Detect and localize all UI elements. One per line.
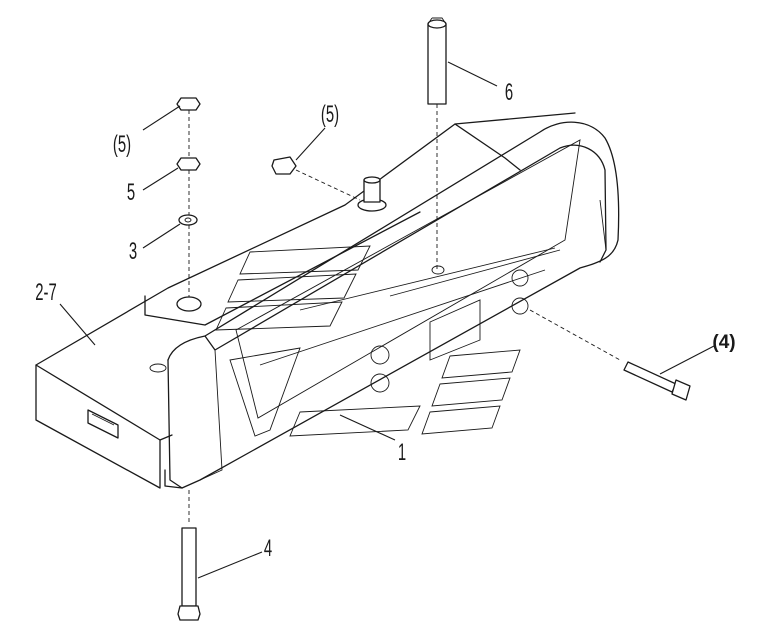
callout-counterweight-plate: 1	[398, 440, 406, 466]
bolt-hole-boss	[176, 296, 202, 312]
callout-nut-mid: (5)	[321, 102, 339, 128]
callout-pin-top: 6	[505, 80, 513, 106]
bolt-side	[529, 309, 691, 401]
callout-nut-lower: 5	[127, 180, 135, 206]
nut-top	[176, 97, 201, 111]
callout-nut-top: (5)	[113, 132, 131, 158]
callout-bolt-side: (4)	[712, 332, 735, 353]
washer	[178, 214, 198, 226]
nut-lower	[176, 157, 201, 171]
pin	[427, 17, 447, 270]
callout-counterweight-frame: 2-7	[35, 280, 56, 306]
nut-mid	[271, 156, 361, 201]
bolt-bottom	[177, 490, 201, 621]
counterweight-frame	[35, 112, 576, 489]
stud-assembly	[357, 176, 387, 212]
stripe-decal	[215, 245, 521, 437]
counterweight-plate	[164, 121, 620, 489]
leader-lines	[59, 61, 715, 579]
callout-washer: 3	[129, 239, 137, 265]
callout-bolt-bottom: 4	[264, 536, 272, 562]
